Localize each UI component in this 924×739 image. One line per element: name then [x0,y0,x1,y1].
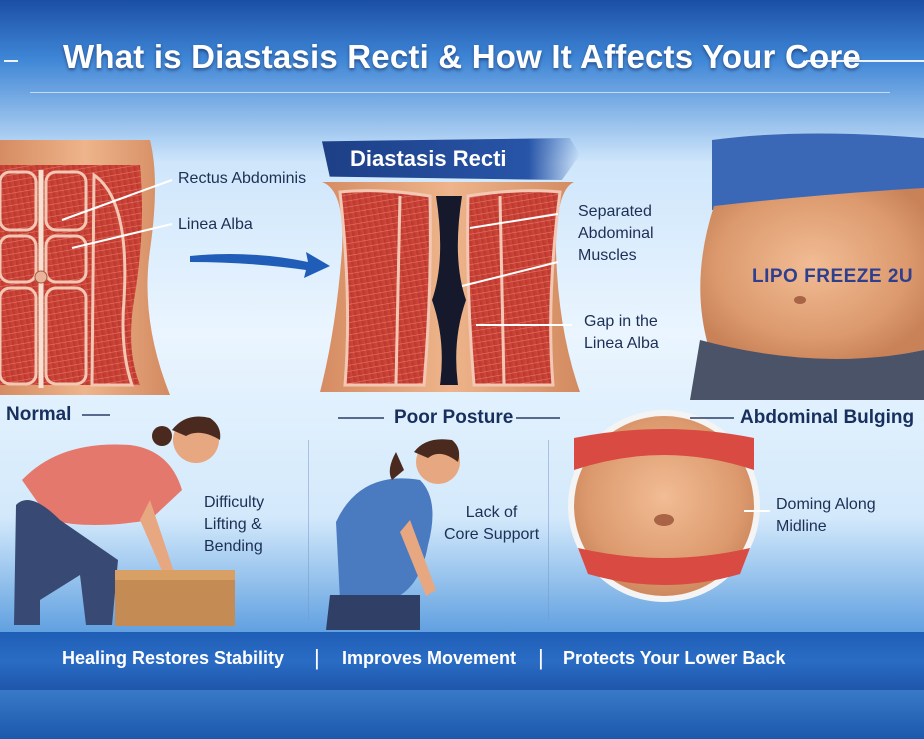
slouched-woman-illustration [326,439,460,630]
gap-linea-alba-label: Gap in the Linea Alba [584,313,659,352]
title-rule-left [4,60,18,62]
footer-separator: | [538,645,544,670]
title-underline [30,92,890,93]
diastasis-banner [322,138,580,180]
poor-posture-caption: Poor Posture [394,407,514,428]
woman-lifting-box-illustration [14,416,235,626]
footer-separator: | [314,645,320,670]
doming-midline-label: Doming Along Midline [776,496,876,535]
abdominal-bulging-caption: Abdominal Bulging [740,407,915,428]
linea-alba-label: Linea Alba [178,216,253,233]
footer-item-movement: Improves Movement [342,648,517,668]
normal-abdomen-illustration [0,140,173,395]
lack-core-support-label: Lack of Core Support [444,504,540,543]
lipo-freeze-logo: LIPO FREEZE 2U [752,266,914,287]
rectus-abdominis-label: Rectus Abdominis [178,170,307,187]
footer-band [0,632,924,690]
page-title: What is Diastasis Recti & How It Affects… [63,38,861,75]
title-rule-right [806,60,924,62]
arrow-icon [190,252,330,278]
doming-closeup-illustration [568,410,770,602]
column-divider [308,440,309,620]
diastasis-abdomen-illustration [320,182,580,392]
footer-item-lower-back: Protects Your Lower Back [563,648,786,668]
column-divider [548,440,549,620]
footer-item-stability: Healing Restores Stability [62,648,285,668]
bulging-belly-photo [690,133,924,400]
difficulty-lifting-label: Difficulty Lifting & Bending [204,494,265,555]
separated-muscles-label: Separated Abdominal Muscles [578,203,654,264]
normal-caption: Normal [6,404,72,425]
diastasis-banner-title: Diastasis Recti [350,146,507,171]
